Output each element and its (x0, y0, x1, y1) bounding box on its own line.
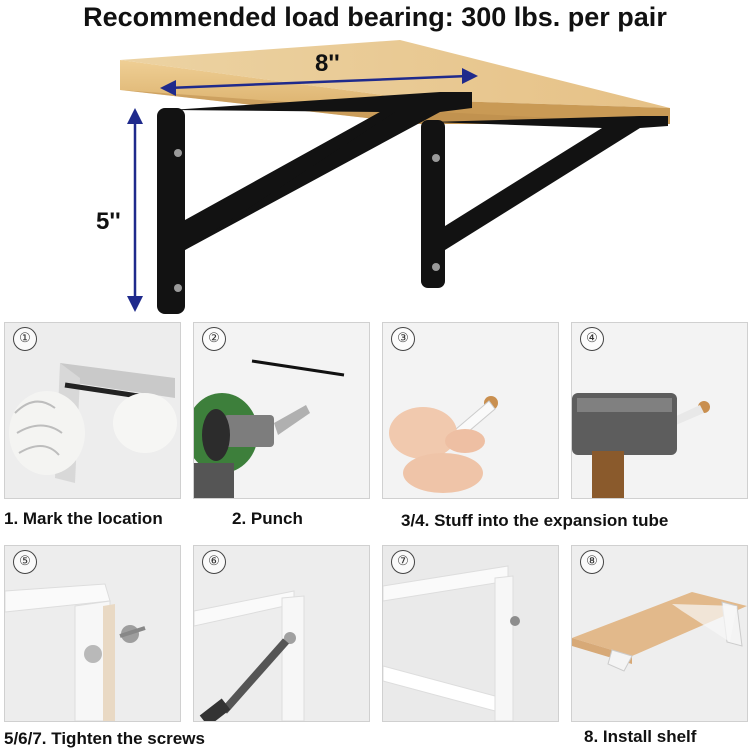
height-label: 5'' (96, 208, 121, 235)
step-number-6: ⑥ (202, 550, 226, 574)
step-number-7: ⑦ (391, 550, 415, 574)
step-6-screwdriver-photo: ⑥ (193, 545, 370, 722)
left-bracket (157, 92, 472, 314)
caption-expansion-tube: 3/4. Stuff into the expansion tube (401, 511, 669, 530)
caption-punch: 2. Punch (232, 509, 303, 528)
page-title: Recommended load bearing: 300 lbs. per p… (83, 2, 667, 32)
caption-mark-location: 1. Mark the location (4, 509, 163, 528)
step-4-hammer-photo: ④ (571, 322, 748, 499)
shelf-icon (572, 546, 747, 721)
screw-icon (5, 546, 180, 721)
shelf-top (120, 40, 670, 108)
screwdriver-icon (194, 546, 369, 721)
right-bracket (421, 116, 668, 288)
step-7-bracket-photo: ⑦ (382, 545, 559, 722)
step-number-3: ③ (391, 327, 415, 351)
step-3-tube-photo: ③ (382, 322, 559, 499)
step-number-1: ① (13, 327, 37, 351)
expansion-tube-icon (383, 323, 558, 498)
width-dimension-arrow (160, 68, 478, 96)
step-number-4: ④ (580, 327, 604, 351)
step-2-punch-photo: ② (193, 322, 370, 499)
hammer-icon (572, 323, 747, 498)
shelf-hero-illustration (120, 40, 670, 314)
caption-tighten-screws: 5/6/7. Tighten the screws (4, 729, 205, 748)
step-8-install-photo: ⑧ (571, 545, 748, 722)
step-5-screw-photo: ⑤ (4, 545, 181, 722)
height-dimension-arrow (127, 108, 143, 312)
step-number-2: ② (202, 327, 226, 351)
step-number-5: ⑤ (13, 550, 37, 574)
step-number-8: ⑧ (580, 550, 604, 574)
bracket-icon (383, 546, 558, 721)
width-label: 8'' (315, 50, 340, 77)
marking-pen-icon (5, 323, 180, 498)
drill-icon (194, 323, 369, 498)
step-1-mark-photo: ① (4, 322, 181, 499)
caption-install-shelf: 8. Install shelf (584, 727, 697, 746)
